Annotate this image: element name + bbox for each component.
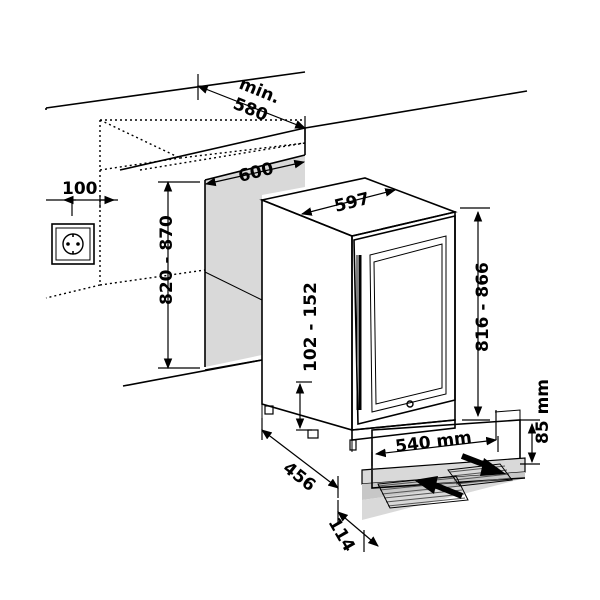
airflow-in-arrow-icon [414, 476, 464, 499]
dim-grille-width-label: 540 mm [394, 428, 473, 457]
airflow-out-arrow-icon [460, 453, 506, 476]
power-socket-icon [51, 223, 95, 265]
wine-cooler [259, 177, 458, 452]
dim-socket-offset-label: 100 [62, 179, 98, 199]
dim-grille-width: 540 mm [371, 410, 499, 466]
dim-plinth-height-label: 102 - 152 [301, 282, 321, 372]
niche-back-wall [205, 155, 305, 367]
dim-unit-width: 597 [300, 188, 397, 217]
dim-unit-depth-label: 456 [279, 458, 319, 496]
dim-plinth-depth-label: 114 [324, 515, 359, 556]
dim-unit-width-label: 597 [332, 189, 371, 217]
dim-niche-height-label: 820 - 870 [157, 215, 177, 305]
dim-unit-height-label: 816 - 866 [473, 262, 493, 352]
dim-grille-height-label: 85 mm [533, 379, 553, 444]
dim-niche-height: 820 - 870 [157, 180, 200, 370]
dim-unit-height: 816 - 866 [460, 207, 493, 421]
vent-slats [377, 465, 512, 507]
dim-socket-offset: 100 [46, 179, 118, 216]
dim-plinth-height: 102 - 152 [295, 282, 321, 431]
door-lock-icon [406, 400, 414, 408]
dim-grille-height: 85 mm [520, 379, 553, 465]
